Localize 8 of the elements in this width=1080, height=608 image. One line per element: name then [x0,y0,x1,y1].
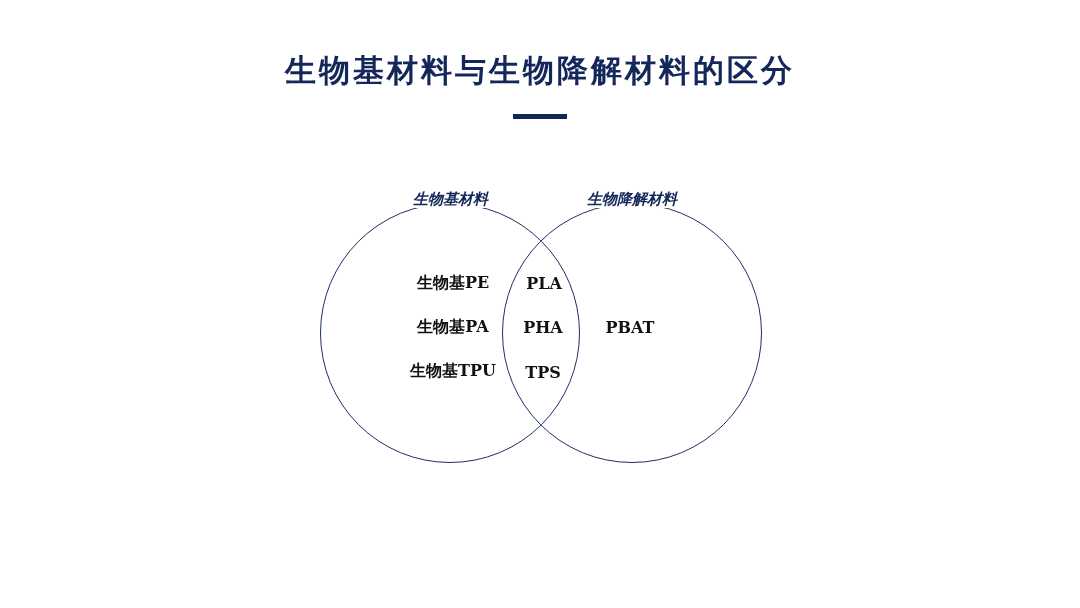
item-label: 生物基TPU [410,360,496,382]
item-label: 生物基PE [416,272,490,294]
title: 生物基材料与生物降解材料的区分 [283,51,796,90]
item-label: PBAT [605,317,655,337]
item-label: 生物基PA [417,316,489,338]
item-label: PLA [526,273,562,293]
item-label: TPS [525,362,561,382]
item-label: PHA [523,317,563,337]
